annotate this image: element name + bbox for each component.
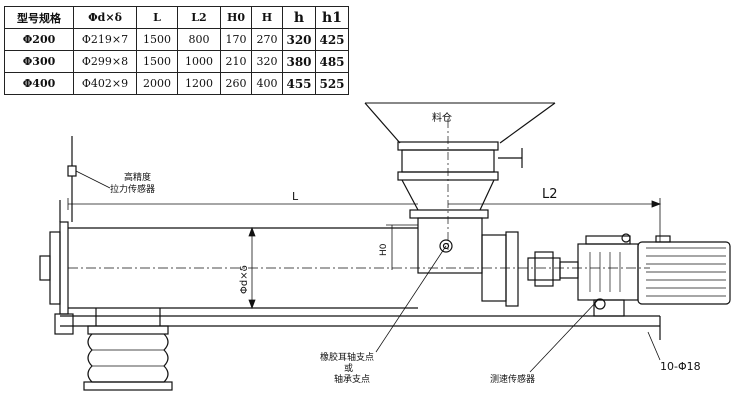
table-cell: Φ200	[4, 28, 74, 51]
table-cell: 1000	[177, 50, 221, 73]
dimension-H0	[386, 224, 418, 270]
support-leader	[375, 245, 447, 353]
speed-sensor-leader	[529, 299, 599, 373]
coupling	[527, 251, 579, 287]
table-cell: Φ400	[4, 72, 74, 95]
tension-sensor-label-1: 高精度	[124, 171, 151, 183]
screw-trough	[39, 200, 661, 340]
table-cell: Φ402×9	[73, 72, 137, 95]
inlet-hopper	[364, 102, 556, 250]
support-label-3: 轴承支点	[334, 373, 370, 385]
table-cell: 170	[220, 28, 252, 51]
speed-sensor-label: 测速传感器	[490, 373, 535, 385]
table-cell: 2000	[136, 72, 178, 95]
discharge-bellows	[83, 308, 173, 391]
table-cell: 270	[251, 28, 283, 51]
gear-reducer	[577, 233, 639, 317]
table-cell: 1500	[136, 50, 178, 73]
tension-sensor-label-2: 拉力传感器	[110, 183, 155, 195]
spec-table: 型号规格 Φd×δ L L2 H0 H h h1 Φ200 Φ219×7 150…	[4, 6, 349, 95]
dim-L-label: L	[292, 190, 299, 203]
motor	[637, 235, 731, 305]
table-cell: 425	[315, 28, 349, 51]
dim-diameter-label: Φd×δ	[239, 265, 250, 294]
table-cell: 1500	[136, 28, 178, 51]
table-cell: Φ299×8	[73, 50, 137, 73]
dimension-L	[67, 198, 418, 210]
support-label-1: 橡胶耳轴支点	[320, 351, 374, 363]
holes-leader	[647, 331, 661, 361]
inlet-label: 料仓	[432, 111, 452, 124]
table-cell: 320	[282, 28, 316, 51]
dimension-L2	[448, 198, 662, 242]
dim-L2-label: L2	[542, 187, 558, 202]
feed-chamber	[417, 217, 519, 307]
dim-H0-label: H0	[379, 243, 389, 256]
tension-sensor-leader	[75, 170, 111, 189]
support-label-2: 或	[344, 362, 353, 374]
table-row: Φ400 Φ402×9 2000 1200 260 400 455 525	[4, 72, 349, 95]
table-cell: 525	[315, 72, 349, 95]
tension-sensor	[67, 136, 77, 222]
holes-label: 10-Φ18	[660, 360, 701, 373]
table-cell: 260	[220, 72, 252, 95]
dimension-diameter	[248, 226, 256, 310]
table-cell: 455	[282, 72, 316, 95]
